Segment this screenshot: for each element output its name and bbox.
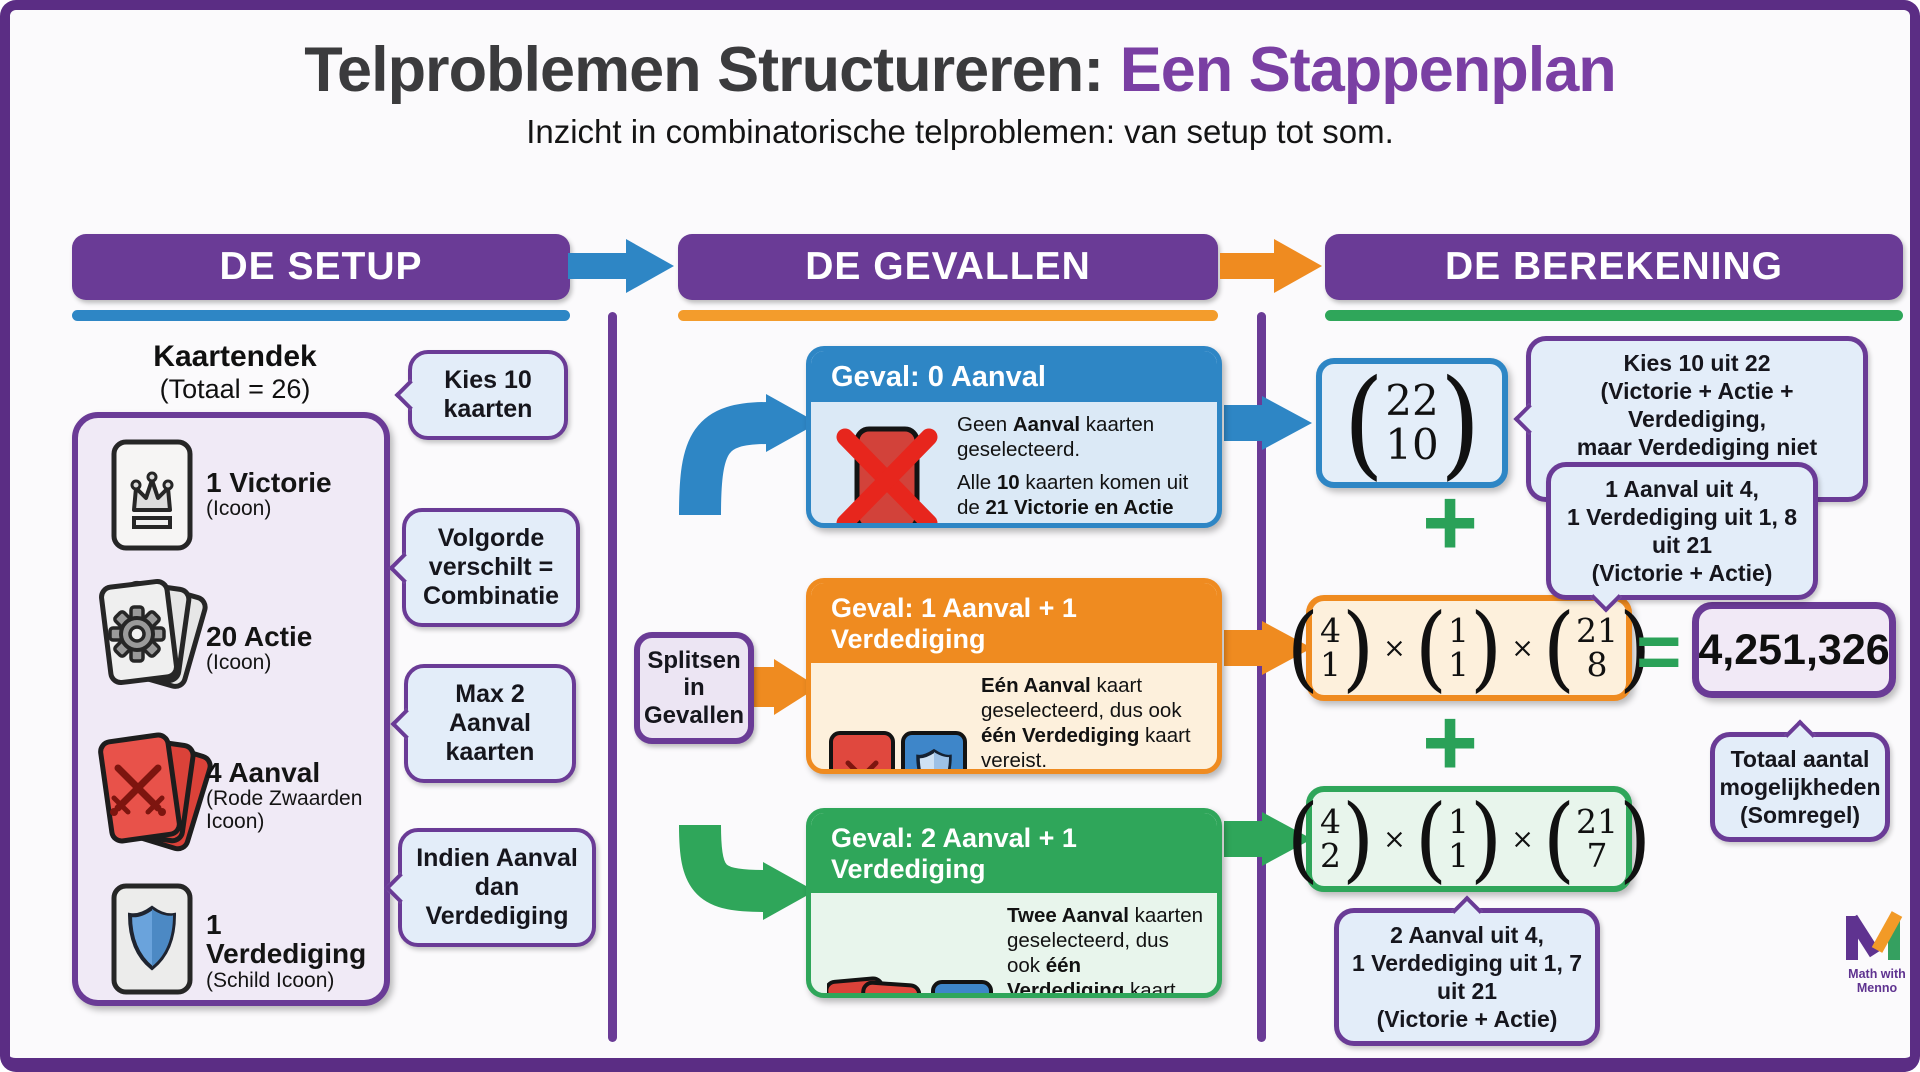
two-attacks-plus-shield-cards-icon bbox=[827, 975, 993, 993]
branch-to-case3 bbox=[679, 824, 766, 912]
math-with-menno-logo-icon bbox=[1846, 911, 1903, 960]
header-de-gevallen: DE GEVALLEN bbox=[678, 234, 1218, 300]
case-body: Eén Aanval kaart geselecteerd, dus ook é… bbox=[811, 663, 1217, 772]
card-label: 4 Aanval (Rode Zwaarden Icoon) bbox=[206, 758, 384, 834]
card-deck-panel: 1 Victorie (Icoon) bbox=[72, 412, 390, 1006]
crown-card-icon bbox=[111, 439, 193, 551]
case-box-2-aanval-1-verdediging: Geval: 2 Aanval + 1 Verdediging Twee Aan… bbox=[806, 808, 1222, 998]
bubble-tail-icon bbox=[390, 707, 422, 740]
card-label: 1 Victorie (Icoon) bbox=[206, 467, 332, 521]
crossed-swords-cards-icon bbox=[98, 732, 213, 852]
case-title: Geval: 2 Aanval + 1 Verdediging bbox=[811, 813, 1217, 893]
card-label: 20 Actie (Icoon) bbox=[206, 621, 313, 675]
callout-1-aanval-uit-4: 1 Aanval uit 4,1 Verdediging uit 1, 8 ui… bbox=[1546, 462, 1818, 613]
case-body: Twee Aanval kaarten geselecteerd, dus oo… bbox=[811, 893, 1217, 998]
result-total-box: 4,251,326 bbox=[1692, 602, 1896, 698]
brand-logo: Math with Menno bbox=[1834, 908, 1910, 995]
bubble-tail-icon bbox=[394, 379, 426, 411]
gear-cards-icon bbox=[99, 578, 208, 689]
arrow-head bbox=[1274, 239, 1322, 293]
card-name: 1 Victorie bbox=[206, 467, 332, 498]
divider-left bbox=[608, 312, 617, 1042]
attack-plus-shield-cards-icon bbox=[829, 731, 967, 769]
gevallen-to-berekening-arrow-icon bbox=[1220, 239, 1324, 293]
arrow-head bbox=[626, 239, 674, 293]
card-name: 1 Verdediging bbox=[206, 909, 367, 970]
brand-logo-text: Math with Menno bbox=[1848, 967, 1906, 995]
bubble-indien-aanval: Indien Aanval dan Verdediging bbox=[384, 828, 596, 947]
card-sub: (Schild Icoon) bbox=[206, 968, 335, 992]
callout-tail-icon bbox=[1513, 403, 1545, 435]
gevallen-underline bbox=[678, 310, 1218, 321]
page-subtitle: Inzicht in combinatorische telproblemen:… bbox=[526, 113, 1394, 150]
case-title: Geval: 0 Aanval bbox=[811, 351, 1217, 402]
case-title: Geval: 1 Aanval + 1 Verdediging bbox=[811, 583, 1217, 663]
no-attack-card-icon bbox=[836, 426, 938, 523]
equals-sign: = bbox=[1636, 607, 1682, 695]
plus-sign-1: + bbox=[1422, 469, 1479, 576]
shield-card-icon bbox=[111, 883, 193, 995]
header-de-setup: DE SETUP bbox=[72, 234, 570, 300]
card-name: 20 Actie bbox=[206, 621, 313, 652]
case-body: Geen Aanval kaarten geselecteerd.Alle 10… bbox=[811, 402, 1217, 523]
card-name: 4 Aanval bbox=[206, 757, 321, 788]
bubble-text: Kies 10 kaarten bbox=[443, 366, 533, 423]
page-title-dark: Telproblemen Structureren: bbox=[304, 35, 1104, 105]
arrow-bar bbox=[1220, 253, 1274, 279]
callout-text: 1 Aanval uit 4,1 Verdediging uit 1, 8 ui… bbox=[1566, 476, 1798, 587]
deck-total: (Totaal = 26) bbox=[159, 374, 311, 404]
deck-heading: Kaartendek (Totaal = 26) bbox=[85, 340, 385, 405]
bubble-max-2-aanval: Max 2 Aanval kaarten bbox=[390, 664, 576, 783]
case-text: Geen Aanval kaarten geselecteerd.Alle 10… bbox=[957, 413, 1189, 523]
arrow-bar bbox=[568, 253, 626, 279]
branch-to-case1 bbox=[679, 402, 769, 516]
case-text: Eén Aanval kaart geselecteerd, dus ook é… bbox=[981, 674, 1191, 772]
callout-text: 2 Aanval uit 4,1 Verdediging uit 1, 7 ui… bbox=[1351, 922, 1583, 1033]
case1-formula1-arrowhead-icon bbox=[1262, 396, 1312, 450]
deck-row-aanval: 4 Aanval (Rode Zwaarden Icoon) bbox=[78, 716, 384, 872]
page-title-accent: Een Stappenplan bbox=[1103, 35, 1617, 105]
berekening-underline bbox=[1325, 310, 1903, 321]
callout-2-aanval-uit-4: 2 Aanval uit 4,1 Verdediging uit 1, 7 ui… bbox=[1334, 895, 1600, 1047]
bubble-text: Volgorde verschilt = Combinatie bbox=[422, 524, 560, 610]
deck-row-actie: 20 Actie (Icoon) bbox=[78, 566, 384, 714]
plus-sign-2: + bbox=[1422, 689, 1479, 796]
card-sub: (Icoon) bbox=[206, 497, 272, 521]
bubble-text: Indien Aanval dan Verdediging bbox=[416, 844, 578, 930]
bubble-volgorde-combinatie: Volgorde verschilt = Combinatie bbox=[388, 508, 580, 627]
card-sub: (Rode Zwaarden Icoon) bbox=[206, 787, 363, 834]
setup-underline bbox=[72, 310, 570, 321]
bubble-tail-icon bbox=[388, 551, 420, 584]
case-text: Twee Aanval kaarten geselecteerd, dus oo… bbox=[1007, 904, 1203, 998]
case-box-0-aanval: Geval: 0 Aanval Geen Aanval kaarten gese… bbox=[806, 346, 1222, 528]
header-de-berekening: DE BEREKENING bbox=[1325, 234, 1903, 300]
deck-row-verdediging: 1 Verdediging (Schild Icoon) bbox=[78, 880, 384, 1002]
bubble-text: Max 2 Aanval kaarten bbox=[445, 680, 535, 766]
setup-to-gevallen-arrow-icon bbox=[568, 239, 676, 293]
bubble-kies-10-kaarten: Kies 10 kaarten bbox=[394, 350, 568, 440]
deck-title: Kaartendek bbox=[153, 340, 317, 373]
divider-right bbox=[1257, 312, 1266, 1042]
deck-row-victorie: 1 Victorie (Icoon) bbox=[78, 434, 384, 562]
case-box-1-aanval-1-verdediging: Geval: 1 Aanval + 1 Verdediging Eén Aanv… bbox=[806, 578, 1222, 774]
card-sub: (Icoon) bbox=[206, 651, 272, 675]
card-label: 1 Verdediging (Schild Icoon) bbox=[206, 910, 384, 992]
page-title: Telproblemen Structureren: Een Stappenpl… bbox=[10, 34, 1910, 106]
